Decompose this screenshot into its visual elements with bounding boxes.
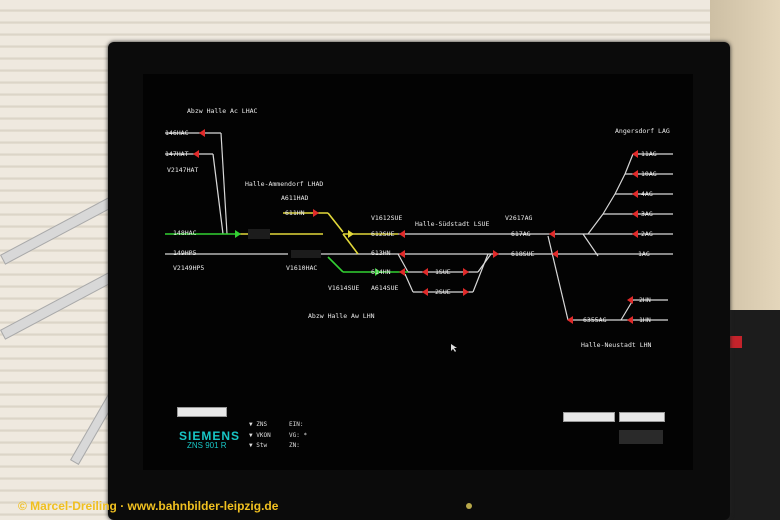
station-label: Abzw Halle Ac LHAC (187, 107, 258, 115)
signal-label[interactable]: V2617AG (505, 214, 532, 222)
signal-label[interactable]: 613HN (371, 249, 391, 257)
signal-label[interactable]: 617AG (511, 230, 531, 238)
station-label: Halle-Südstadt LSUE (415, 220, 489, 228)
signal-box-screen: Abzw Halle Ac LHAC Angersdorf LAG Halle-… (143, 74, 693, 470)
signal-label[interactable]: 10AG (641, 170, 657, 178)
legend-item: ▼ VKON (249, 432, 271, 439)
action-button[interactable] (563, 412, 615, 422)
action-button[interactable] (619, 412, 665, 422)
signal-label[interactable]: V1610HAC (286, 264, 317, 272)
station-label: Halle-Neustadt LHN (581, 341, 652, 349)
signal-label[interactable]: 4AG (641, 190, 653, 198)
signal-label[interactable]: 614HN (371, 268, 391, 276)
signal-label[interactable]: V1614SUE (328, 284, 359, 292)
signal-label[interactable]: A614SUE (371, 284, 398, 292)
brand-logo: SIEMENS (179, 429, 241, 443)
signal-label[interactable]: 612SUE (371, 230, 395, 238)
signal-label[interactable]: 146HAC (165, 129, 189, 137)
shield-icon: ▼ (249, 432, 253, 439)
shield-icon: ▼ (249, 442, 253, 449)
station-label: Angersdorf LAG (615, 127, 670, 135)
signal-label[interactable]: 1HN (639, 316, 651, 324)
product-name: ZNS 901 R (187, 441, 227, 450)
signal-label[interactable]: V1612SUE (371, 214, 402, 222)
legend-item: ▼ ZNS (249, 421, 268, 428)
vg-field: VG: * (289, 432, 308, 439)
signal-label[interactable]: V2149HP5 (173, 264, 204, 272)
watermark: © Marcel-Dreiling · www.bahnbilder-leipz… (18, 499, 279, 513)
mouse-cursor-icon (451, 344, 457, 352)
zn-field: ZN: (289, 442, 300, 449)
power-led (466, 503, 472, 509)
station-label: Halle-Ammendorf LHAD (245, 180, 323, 188)
signal-label[interactable]: 2SUE (435, 288, 451, 296)
signal-label[interactable]: 147HAT (165, 150, 189, 158)
signal-label[interactable]: 2HN (639, 296, 651, 304)
signal-label[interactable]: 618SUE (511, 250, 535, 258)
legend-item: ▼ Stw (249, 442, 268, 449)
signal-label[interactable]: 148HAC (173, 229, 197, 237)
signal-label[interactable]: V2147HAT (167, 166, 198, 174)
track-diagram: Abzw Halle Ac LHAC Angersdorf LAG Halle-… (165, 107, 673, 352)
signal-label[interactable]: 149HP5 (173, 249, 197, 257)
signal-label[interactable]: 611HN (285, 209, 305, 217)
signal-label[interactable]: 11AG (641, 150, 657, 158)
signal-label[interactable]: 1SUE (435, 268, 451, 276)
signal-label[interactable]: 6355AG (583, 316, 607, 324)
signal-label[interactable]: 2AG (641, 230, 653, 238)
status-box (619, 430, 663, 444)
menu-button[interactable] (177, 407, 227, 417)
station-label: Abzw Halle Aw LHN (308, 312, 375, 320)
shield-icon: ▼ (249, 421, 253, 428)
signal-label[interactable]: 3AG (641, 210, 653, 218)
signal-label[interactable]: A611HAD (281, 194, 308, 202)
ein-field: EIN: (289, 421, 304, 428)
signal-label[interactable]: 1AG (638, 250, 650, 258)
